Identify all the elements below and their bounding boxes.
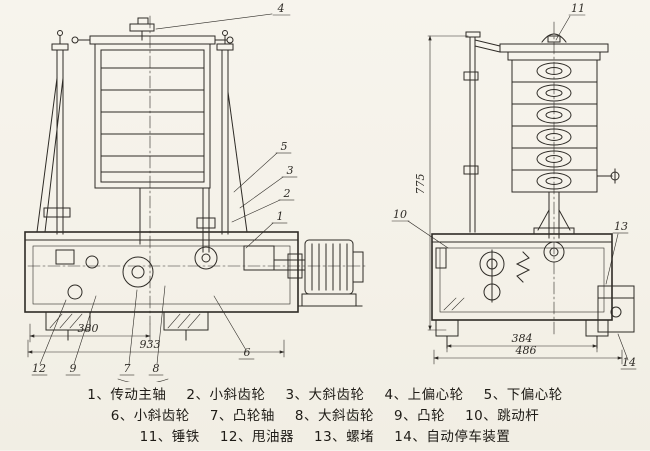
callout-11: 11	[571, 2, 585, 15]
callout-4: 4	[277, 2, 285, 15]
callout-7: 7	[124, 362, 131, 375]
callout-10: 10	[393, 208, 407, 221]
legend-item-7: 7、凸轮轴	[209, 408, 275, 424]
legend-item-2: 2、小斜齿轮	[186, 387, 266, 403]
front-view: 4 5 3 2 1 12 9 7 8 6 380 933	[24, 2, 367, 382]
legend-item-14: 14、自动停车装置	[394, 429, 511, 445]
callout-13: 13	[614, 220, 628, 233]
legend-item-4: 4、上偏心轮	[384, 387, 464, 403]
callout-12: 12	[32, 362, 46, 375]
sieve-stack-side	[511, 59, 620, 193]
legend-item-13: 13、螺堵	[314, 429, 375, 445]
callout-3: 3	[287, 164, 294, 177]
legend-item-9: 9、凸轮	[394, 408, 446, 424]
legend-item-11: 11、锤铁	[139, 429, 200, 445]
dimension-775: 775	[414, 35, 469, 331]
legend-item-12: 12、甩油器	[219, 429, 294, 445]
callout-5: 5	[281, 140, 288, 153]
dimension-380: 380	[29, 322, 151, 343]
dim-380-label: 380	[78, 322, 99, 335]
dimension-384: 384	[446, 332, 598, 353]
top-clamp-knob	[129, 17, 155, 41]
callout-1: 1	[277, 210, 284, 223]
side-callout-leaders	[391, 14, 637, 370]
legend-row-3: 11、锤铁 12、甩油器 13、螺堵 14、自动停车装置	[140, 427, 511, 448]
dim-486-label: 486	[515, 344, 537, 357]
right-column	[216, 30, 248, 235]
dimension-933: 933	[27, 338, 285, 358]
legend-item-1: 1、传动主轴	[87, 387, 167, 403]
callout-8: 8	[153, 362, 160, 375]
parts-legend: 1、传动主轴 2、小斜齿轮 3、大斜齿轮 4、上偏心轮 5、下偏心轮 6、小斜齿…	[0, 382, 650, 451]
callout-6: 6	[244, 346, 251, 359]
top-cover-front	[71, 35, 234, 45]
machine-drawing: 4 5 3 2 1 12 9 7 8 6 380 933	[24, 2, 637, 382]
front-feet	[45, 311, 209, 341]
left-column	[36, 30, 71, 235]
base-housing-front	[24, 231, 367, 313]
motor	[297, 239, 364, 307]
side-view: 11 10 13 14 775 384 486	[391, 2, 637, 370]
legend-item-5: 5、下偏心轮	[483, 387, 563, 403]
dim-384-label: 384	[512, 332, 533, 345]
legend-row-1: 1、传动主轴 2、小斜齿轮 3、大斜齿轮 4、上偏心轮 5、下偏心轮	[87, 385, 562, 406]
base-housing-side	[431, 233, 613, 321]
auto-stop-device	[597, 285, 635, 333]
legend-item-6: 6、小斜齿轮	[110, 408, 190, 424]
callout-2: 2	[283, 187, 291, 200]
side-frame-rod	[463, 31, 501, 233]
drive-shaft-front	[139, 187, 216, 253]
dimension-486: 486	[433, 344, 623, 365]
legend-row-2: 6、小斜齿轮 7、凸轮轴 8、大斜齿轮 9、凸轮 10、跳动杆	[111, 406, 540, 427]
callout-9: 9	[70, 362, 77, 375]
sieve-clamp-ovals	[536, 62, 572, 190]
legend-item-3: 3、大斜齿轮	[285, 387, 365, 403]
legend-item-10: 10、跳动杆	[465, 408, 540, 424]
dim-775-label: 775	[414, 174, 427, 195]
legend-item-8: 8、大斜齿轮	[294, 408, 374, 424]
dim-933-label: 933	[140, 338, 161, 351]
callout-14: 14	[622, 356, 636, 369]
sieve-stack-front	[94, 43, 211, 189]
